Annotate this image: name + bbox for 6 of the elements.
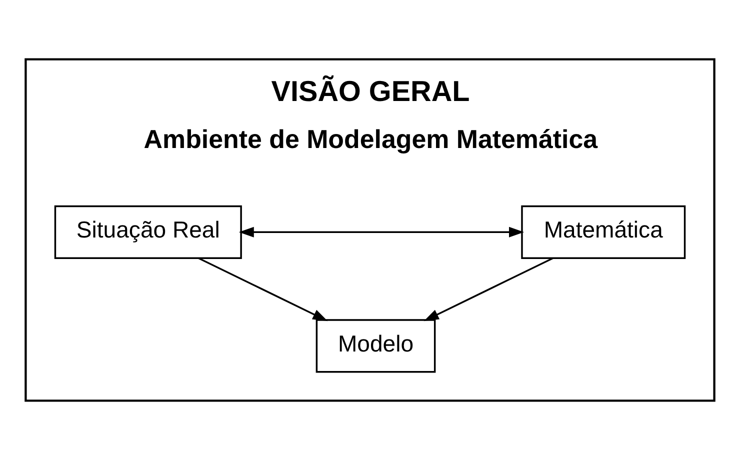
arrow xyxy=(424,256,554,321)
node-box: Situação Real xyxy=(54,204,242,258)
arrow xyxy=(198,256,328,321)
node-box: Matemática xyxy=(521,204,686,258)
arrow xyxy=(238,226,524,237)
node-box: Modelo xyxy=(316,318,436,372)
